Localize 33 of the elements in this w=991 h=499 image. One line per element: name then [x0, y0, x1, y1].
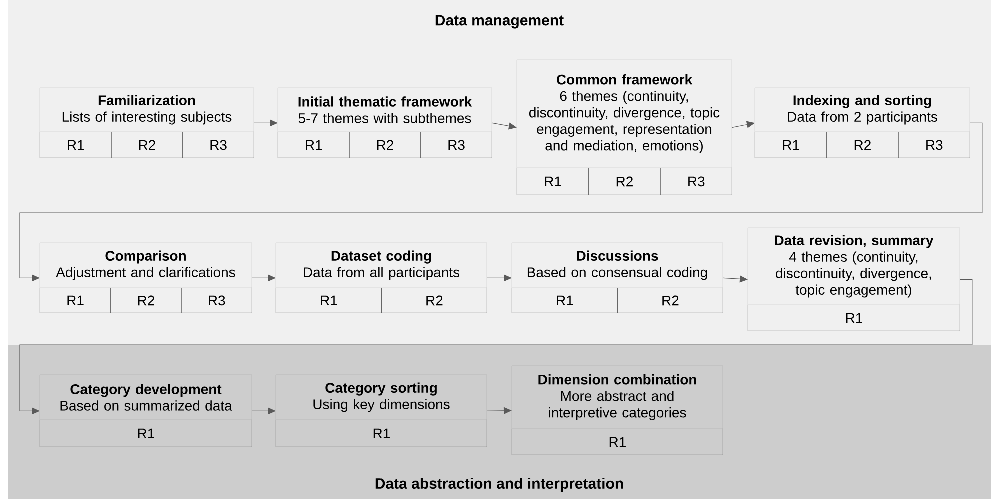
arrow — [492, 122, 517, 130]
arrow — [487, 407, 512, 414]
table-cell: R1 — [40, 288, 112, 314]
arrow — [252, 274, 276, 282]
table-cell: R2 — [588, 168, 661, 196]
table-cell: R1 — [517, 168, 590, 196]
arrow — [252, 408, 276, 415]
table-cell: R1 — [40, 132, 112, 158]
table-cell: R1 — [278, 132, 350, 158]
arrow — [254, 120, 278, 127]
arrow — [20, 279, 973, 415]
table-cell: R2 — [382, 288, 488, 314]
table-cell: R1 — [512, 288, 618, 314]
table-cell: R1 — [755, 132, 828, 158]
arrow — [487, 274, 512, 282]
table-cell: R1 — [276, 288, 382, 314]
table-cell: R3 — [420, 132, 492, 158]
table-cell: R2 — [349, 132, 422, 158]
table-cell: R3 — [660, 168, 732, 196]
arrow — [732, 121, 755, 128]
table-cell: R3 — [181, 288, 252, 314]
table-cell: R2 — [110, 288, 182, 314]
table-cell: R1 — [40, 420, 252, 448]
arrow — [20, 122, 983, 282]
table-cell: R1 — [512, 429, 724, 456]
table-cell: R3 — [898, 132, 970, 158]
table-cell: R1 — [276, 420, 488, 448]
arrow — [723, 276, 748, 283]
table-cell: R2 — [618, 288, 724, 314]
table-cell: R1 — [748, 305, 960, 332]
table-cell: R2 — [826, 132, 899, 158]
table-cell: R2 — [111, 132, 184, 158]
table-cell: R3 — [182, 132, 254, 158]
